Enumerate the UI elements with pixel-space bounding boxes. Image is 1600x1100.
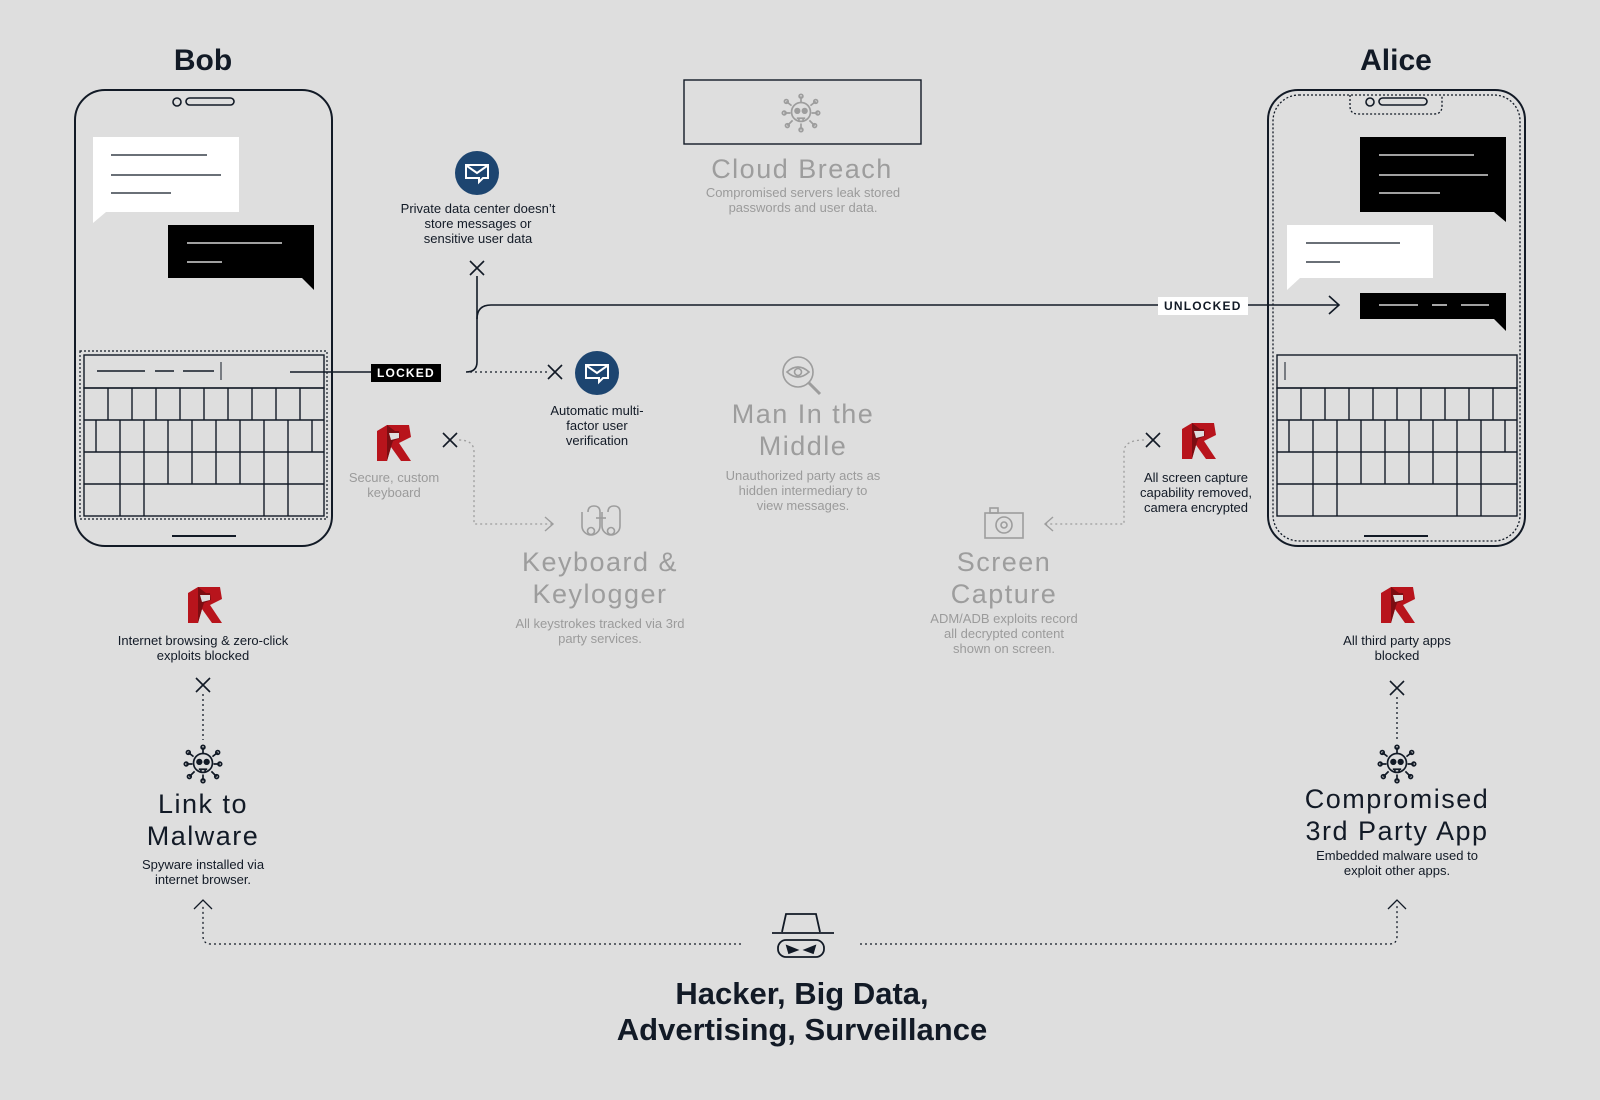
screen-capture-link bbox=[1046, 439, 1145, 525]
screen-capture-cross-icon bbox=[1145, 432, 1161, 448]
alice-phone bbox=[1267, 89, 1526, 547]
bob-outgoing-bubble bbox=[168, 225, 314, 290]
malware-skull-icon bbox=[183, 744, 223, 784]
third-party-cross-icon bbox=[1389, 680, 1405, 696]
screen-r-logo-icon bbox=[1182, 423, 1216, 459]
apps-r-logo-icon bbox=[1381, 587, 1415, 623]
unlocked-tag: UNLOCKED bbox=[1158, 297, 1248, 315]
third-party-desc: Embedded malware used to exploit other a… bbox=[1316, 848, 1478, 878]
third-party-skull-icon bbox=[1377, 744, 1417, 784]
hacker-icon bbox=[772, 913, 834, 958]
private-datacenter-text: Private data center doesn’t store messag… bbox=[400, 201, 556, 246]
alice-outgoing-bubble bbox=[1287, 225, 1433, 290]
cloud-breach-title: Cloud Breach bbox=[711, 154, 893, 184]
third-party-title: Compromised 3rd Party App bbox=[1304, 784, 1490, 846]
binoculars-icon bbox=[581, 505, 621, 536]
keylogger-desc: All keystrokes tracked via 3rd party ser… bbox=[515, 616, 685, 646]
adversary-links bbox=[193, 899, 1407, 945]
mitm-desc: Unauthorized party acts as hidden interm… bbox=[725, 468, 881, 513]
camera-icon bbox=[984, 507, 1024, 539]
keylogger-title: Keyboard & Keylogger bbox=[521, 547, 679, 609]
screen-capture-desc: ADM/ADB exploits record all decrypted co… bbox=[930, 611, 1078, 656]
private-datacenter-badge-icon bbox=[455, 151, 499, 195]
locked-tag: LOCKED bbox=[371, 364, 441, 382]
malware-title: Link to Malware bbox=[146, 789, 260, 851]
keyboard-protection-text: Secure, custom keyboard bbox=[348, 470, 440, 500]
bob-label: Bob bbox=[173, 44, 233, 77]
mfa-text: Automatic multi-factor user verification bbox=[550, 403, 644, 448]
alice-keyboard bbox=[1276, 354, 1518, 517]
screen-capture-title: Screen Capture bbox=[950, 547, 1058, 609]
mitm-title: Man In the Middle bbox=[731, 399, 875, 461]
mfa-badge-icon bbox=[575, 351, 619, 395]
browsing-r-logo-icon bbox=[188, 587, 222, 623]
mfa-cross-icon bbox=[547, 364, 563, 380]
screen-capture-arrow-icon bbox=[1043, 516, 1054, 532]
keylogger-cross-icon bbox=[442, 432, 458, 448]
malware-cross-icon bbox=[195, 677, 211, 693]
alice-incoming-bubble-1 bbox=[1360, 137, 1506, 222]
keyboard-r-logo-icon bbox=[377, 425, 411, 461]
cloud-skull-icon bbox=[781, 93, 821, 133]
third-party-protection-text: All third party apps blocked bbox=[1343, 633, 1451, 663]
adversary-title: Hacker, Big Data, Advertising, Surveilla… bbox=[616, 976, 988, 1047]
keylogger-arrow-icon bbox=[544, 516, 555, 532]
cloud-breach-box bbox=[683, 79, 922, 145]
screen-protection-text: All screen capture capability removed, c… bbox=[1140, 470, 1252, 515]
browsing-protection-text: Internet browsing & zero-click exploits … bbox=[117, 633, 289, 663]
alice-received-bubble bbox=[1360, 293, 1506, 331]
bob-phone bbox=[74, 89, 333, 547]
bob-incoming-bubble bbox=[93, 137, 239, 223]
eye-magnifier-icon bbox=[782, 356, 822, 396]
bob-keyboard bbox=[79, 350, 328, 520]
keylogger-link bbox=[458, 439, 552, 525]
malware-desc: Spyware installed via internet browser. bbox=[141, 857, 265, 887]
alice-label: Alice bbox=[1360, 44, 1432, 77]
cloud-breach-desc: Compromised servers leak stored password… bbox=[705, 185, 901, 215]
cloud-breach-cross-icon bbox=[469, 260, 485, 276]
message-path bbox=[290, 276, 1341, 373]
